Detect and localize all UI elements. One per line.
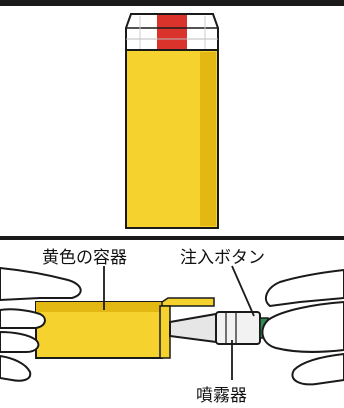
label-yellow-container: 黄色の容器 xyxy=(42,248,127,268)
yellow-container-icon xyxy=(125,13,219,229)
label-injection-button: 注入ボタン xyxy=(180,248,265,268)
hand-icon xyxy=(0,266,82,302)
panel-divider xyxy=(0,236,344,240)
hand-icon xyxy=(264,268,344,308)
assembly-illustration xyxy=(0,265,344,386)
nasal-sprayer-icon xyxy=(169,312,217,344)
panel-assembly xyxy=(0,240,344,408)
panel-container-upright xyxy=(0,6,344,238)
top-border xyxy=(0,0,344,6)
label-sprayer: 噴霧器 xyxy=(196,386,247,406)
